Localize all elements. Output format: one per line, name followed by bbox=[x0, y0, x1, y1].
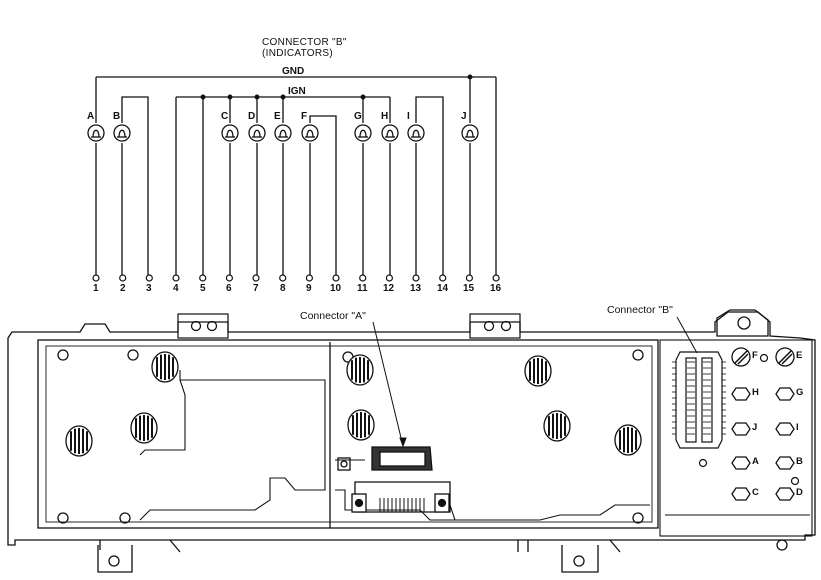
socket-label: C bbox=[752, 487, 759, 498]
pin-number: 12 bbox=[383, 283, 395, 294]
bulb-socket-F bbox=[731, 347, 751, 367]
pin-terminal bbox=[92, 274, 100, 282]
bulb-F bbox=[301, 124, 319, 142]
pin-number: 10 bbox=[330, 283, 342, 294]
connector-b-body bbox=[675, 351, 723, 449]
pin-terminal bbox=[492, 274, 500, 282]
bulb-G bbox=[354, 124, 372, 142]
bulb-socket-C bbox=[731, 487, 751, 501]
bulb-label: F bbox=[301, 111, 308, 122]
bulb-label: C bbox=[221, 111, 229, 122]
bulb-socket-I bbox=[775, 422, 795, 436]
bulb-A bbox=[87, 124, 105, 142]
pin-terminal bbox=[359, 274, 367, 282]
socket-label: E bbox=[796, 350, 803, 361]
pin-number: 11 bbox=[357, 283, 368, 294]
mounting-hole bbox=[347, 409, 375, 441]
socket-label: H bbox=[752, 387, 759, 398]
bulb-label: D bbox=[248, 111, 256, 122]
socket-label: I bbox=[796, 422, 799, 433]
mounting-hole bbox=[543, 410, 571, 442]
bulb-J bbox=[461, 124, 479, 142]
mounting-hole bbox=[65, 425, 93, 457]
pin-terminal bbox=[465, 274, 473, 282]
socket-label: J bbox=[752, 422, 758, 433]
bulb-label: B bbox=[113, 111, 121, 122]
pin-terminal bbox=[225, 274, 233, 282]
bulb-label: G bbox=[354, 111, 362, 122]
bulb-C bbox=[221, 124, 239, 142]
connector-a-label: Connector "A" bbox=[300, 310, 366, 322]
pin-terminal bbox=[172, 274, 180, 282]
pin-number: 4 bbox=[173, 283, 179, 294]
mounting-hole bbox=[614, 424, 642, 456]
bulb-socket-A bbox=[731, 456, 751, 470]
pin-terminal bbox=[332, 274, 340, 282]
bulb-socket-D bbox=[775, 487, 795, 501]
bulb-socket-H bbox=[731, 387, 751, 401]
bulb-socket-B bbox=[775, 456, 795, 470]
bulb-label: E bbox=[274, 111, 281, 122]
ign-label: IGN bbox=[288, 86, 306, 97]
pin-number: 5 bbox=[200, 283, 206, 294]
bulb-socket-E bbox=[775, 347, 795, 367]
pin-terminal bbox=[412, 274, 420, 282]
pin-terminal bbox=[119, 274, 127, 282]
pin-number: 2 bbox=[120, 283, 126, 294]
pin-terminal bbox=[145, 274, 153, 282]
socket-label: G bbox=[796, 387, 804, 398]
bulb-label: H bbox=[381, 111, 389, 122]
pin-number: 14 bbox=[437, 283, 449, 294]
bulb-B bbox=[113, 124, 131, 142]
pin-terminal bbox=[305, 274, 313, 282]
bulb-label: A bbox=[87, 111, 95, 122]
socket-label: A bbox=[752, 456, 759, 467]
pin-number: 8 bbox=[280, 283, 286, 294]
bulb-label: J bbox=[461, 111, 467, 122]
pin-terminal bbox=[439, 274, 447, 282]
pin-terminal bbox=[199, 274, 207, 282]
mounting-hole bbox=[524, 355, 552, 387]
connector-b-label: Connector "B" bbox=[607, 304, 673, 316]
instrument-cluster bbox=[7, 309, 816, 573]
pin-number: 6 bbox=[226, 283, 232, 294]
bulb-socket-J bbox=[731, 422, 751, 436]
gnd-label: GND bbox=[282, 66, 305, 77]
pin-terminal bbox=[252, 274, 260, 282]
pin-number: 13 bbox=[410, 283, 422, 294]
bulb-H bbox=[381, 124, 399, 142]
socket-label: B bbox=[796, 456, 803, 467]
bulb-label: I bbox=[407, 111, 410, 122]
connector-b-title: CONNECTOR "B" (INDICATORS) bbox=[262, 37, 347, 59]
pin-number: 1 bbox=[93, 283, 99, 294]
pin-number: 7 bbox=[253, 283, 259, 294]
mounting-hole bbox=[151, 351, 179, 383]
mounting-hole bbox=[130, 412, 158, 444]
bulb-D bbox=[248, 124, 266, 142]
title-line-2: (INDICATORS) bbox=[262, 48, 334, 59]
socket-label: F bbox=[752, 350, 758, 361]
socket-label: D bbox=[796, 487, 803, 498]
bulb-socket-G bbox=[775, 387, 795, 401]
pin-terminal bbox=[385, 274, 393, 282]
bulb-I bbox=[407, 124, 425, 142]
pin-number: 15 bbox=[463, 283, 475, 294]
title-line-1: CONNECTOR "B" bbox=[262, 37, 347, 48]
pin-terminal bbox=[279, 274, 287, 282]
mounting-hole bbox=[346, 354, 374, 386]
bulb-E bbox=[274, 124, 292, 142]
pin-number: 16 bbox=[490, 283, 502, 294]
pin-number: 9 bbox=[306, 283, 312, 294]
pin-number: 3 bbox=[146, 283, 152, 294]
